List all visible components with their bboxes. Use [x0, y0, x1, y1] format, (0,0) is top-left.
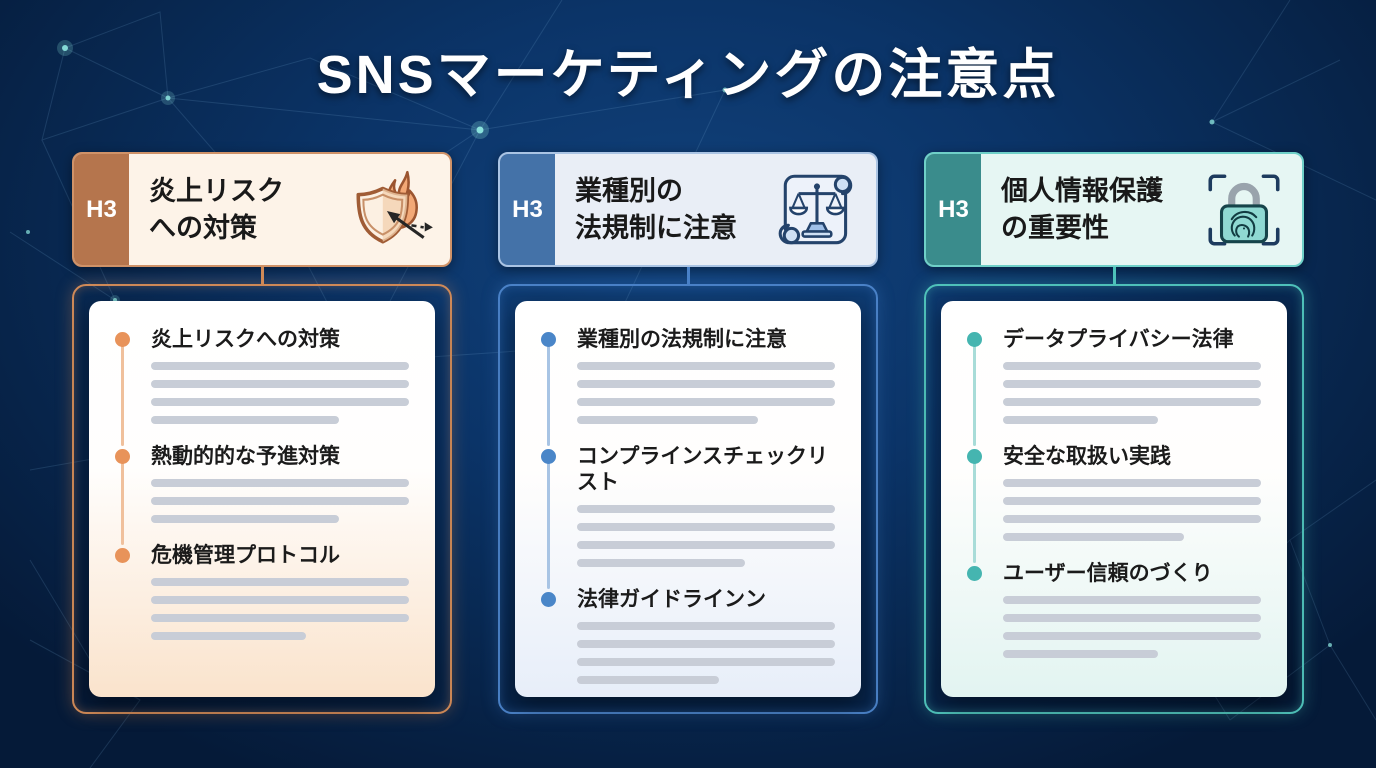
page-title: SNSマーケティングの注意点 [316, 45, 1060, 105]
item-heading: ユーザー信頼のづくり [1003, 562, 1213, 585]
column-title: 個人情報保護 の重要性 [1001, 176, 1163, 243]
placeholder-text-line [151, 398, 409, 406]
bullet-dot-icon [967, 332, 982, 347]
list-item: 熱動的的な予進対策 [115, 444, 409, 545]
content-panel: 炎上リスクへの対策熱動的的な予進対策危機管理プロトコル [72, 284, 452, 714]
bullet-dot-icon [115, 548, 130, 563]
shield-flame-icon [356, 170, 433, 243]
placeholder-text-line [577, 362, 835, 370]
h3-badge: H3 [500, 154, 555, 265]
placeholder-text-line [577, 523, 835, 531]
column-privacy: H3 個人情報保護 の重要性 [924, 152, 1304, 714]
placeholder-text-line [577, 622, 835, 630]
placeholder-text-line [151, 380, 409, 388]
placeholder-text-line [151, 416, 340, 424]
placeholder-text-line [1003, 380, 1261, 388]
placeholder-text-line [151, 632, 306, 640]
placeholder-text-line [1003, 497, 1261, 505]
placeholder-text-line [1003, 596, 1261, 604]
list-item: 業種別の法規制に注意 [541, 327, 835, 446]
content-card: 業種別の法規制に注意コンプラインスチェックリスト法律ガイドラインン [515, 301, 861, 697]
bullet-dot-icon [115, 332, 130, 347]
item-heading: コンプラインスチェックリスト [577, 445, 828, 494]
content-card: データプライバシー法律安全な取扱い実践ユーザー信頼のづくり [941, 301, 1287, 697]
column-header: H3 個人情報保護 の重要性 [924, 152, 1304, 267]
placeholder-text-line [1003, 416, 1158, 424]
h3-label: H3 [86, 195, 117, 223]
column-flame-risk: H3 炎上リスク への対策 [72, 152, 452, 714]
placeholder-text-line [151, 479, 409, 487]
content-card: 炎上リスクへの対策熱動的的な予進対策危機管理プロトコル [89, 301, 435, 697]
bullet-list: 炎上リスクへの対策熱動的的な予進対策危機管理プロトコル [115, 327, 409, 640]
list-item: 炎上リスクへの対策 [115, 327, 409, 446]
bullet-dot-icon [541, 332, 556, 347]
item-heading: 危機管理プロトコル [151, 544, 340, 567]
bullet-dot-icon [967, 449, 982, 464]
placeholder-text-line [1003, 614, 1261, 622]
fingerprint-lock-icon [1208, 173, 1280, 246]
bullet-list: データプライバシー法律安全な取扱い実践ユーザー信頼のづくり [967, 327, 1261, 658]
list-item: データプライバシー法律 [967, 327, 1261, 446]
item-heading: 熱動的的な予進対策 [151, 445, 340, 468]
scales-scroll-icon [778, 174, 853, 244]
connector-line [260, 267, 264, 284]
connector-line [1112, 267, 1116, 284]
bullet-dot-icon [541, 592, 556, 607]
column-header: H3 炎上リスク への対策 [72, 152, 452, 267]
item-heading: 業種別の法規制に注意 [577, 328, 787, 351]
list-item: コンプラインスチェックリスト [541, 444, 835, 589]
item-heading: 安全な取扱い実践 [1003, 445, 1171, 468]
column-header: H3 業種別の 法規制に注意 [498, 152, 878, 267]
placeholder-text-line [577, 640, 835, 648]
placeholder-text-line [1003, 533, 1184, 541]
placeholder-text-line [151, 362, 409, 370]
placeholder-text-line [577, 676, 719, 684]
list-item: ユーザー信頼のづくり [967, 561, 1261, 658]
item-heading: 炎上リスクへの対策 [151, 328, 340, 351]
placeholder-text-line [577, 541, 835, 549]
h3-label: H3 [512, 195, 543, 223]
placeholder-text-line [577, 416, 758, 424]
item-heading: 法律ガイドラインン [577, 588, 766, 611]
placeholder-text-line [151, 614, 409, 622]
list-item: 危機管理プロトコル [115, 543, 409, 640]
placeholder-text-line [151, 497, 409, 505]
list-item: 法律ガイドラインン [541, 587, 835, 684]
placeholder-text-line [1003, 362, 1261, 370]
item-heading: データプライバシー法律 [1003, 328, 1234, 351]
content-panel: データプライバシー法律安全な取扱い実践ユーザー信頼のづくり [924, 284, 1304, 714]
content-panel: 業種別の法規制に注意コンプラインスチェックリスト法律ガイドラインン [498, 284, 878, 714]
column-title: 炎上リスク への対策 [149, 176, 284, 243]
bullet-list: 業種別の法規制に注意コンプラインスチェックリスト法律ガイドラインン [541, 327, 835, 684]
placeholder-text-line [577, 505, 835, 513]
placeholder-text-line [1003, 398, 1261, 406]
placeholder-text-line [1003, 650, 1158, 658]
column-title: 業種別の 法規制に注意 [575, 176, 737, 243]
columns-row: H3 炎上リスク への対策 [72, 152, 1304, 714]
placeholder-text-line [151, 515, 340, 523]
placeholder-text-line [151, 578, 409, 586]
placeholder-text-line [577, 559, 745, 567]
column-regulations: H3 業種別の 法規制に注意 [498, 152, 878, 714]
list-item: 安全な取扱い実践 [967, 444, 1261, 563]
placeholder-text-line [577, 658, 835, 666]
h3-label: H3 [938, 195, 969, 223]
placeholder-text-line [1003, 479, 1261, 487]
h3-badge: H3 [74, 154, 129, 265]
bullet-dot-icon [541, 449, 556, 464]
placeholder-text-line [577, 398, 835, 406]
bullet-dot-icon [115, 449, 130, 464]
h3-badge: H3 [926, 154, 981, 265]
placeholder-text-line [577, 380, 835, 388]
placeholder-text-line [151, 596, 409, 604]
placeholder-text-line [1003, 515, 1261, 523]
placeholder-text-line [1003, 632, 1261, 640]
bullet-dot-icon [967, 566, 982, 581]
connector-line [686, 267, 690, 284]
